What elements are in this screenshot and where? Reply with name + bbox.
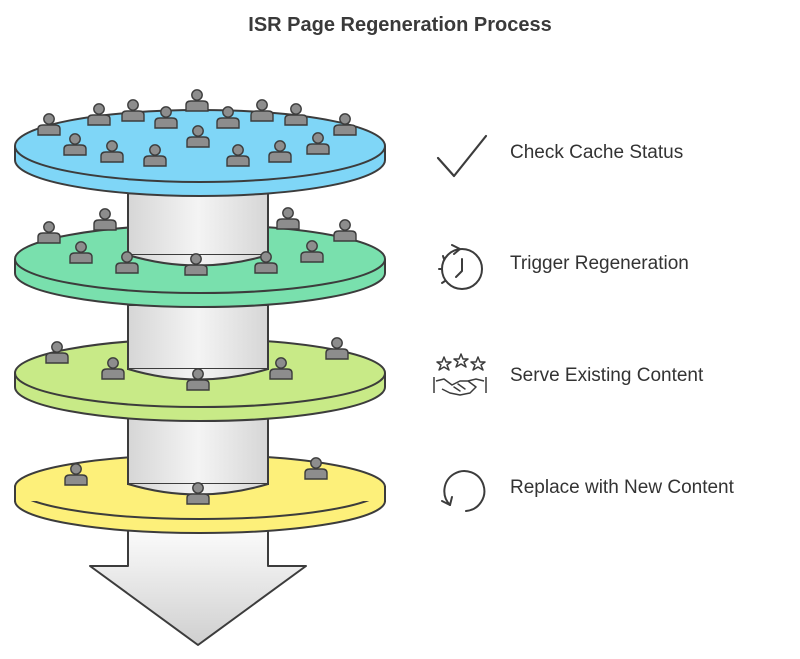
- checkmark-icon: [436, 134, 488, 178]
- step-label: Replace with New Content: [510, 477, 734, 498]
- step-replace-content: Replace with New Content: [430, 460, 790, 520]
- step-trigger-regeneration: Trigger Regeneration: [430, 236, 790, 296]
- column-segment: [127, 192, 269, 267]
- step-label: Trigger Regeneration: [510, 253, 689, 274]
- diagram-title: ISR Page Regeneration Process: [248, 14, 552, 36]
- person-icon: [276, 207, 300, 230]
- timer-icon: [438, 244, 483, 290]
- step-label: Serve Existing Content: [510, 365, 704, 386]
- person-icon: [185, 89, 209, 112]
- stars-handshake-icon: [433, 353, 487, 396]
- refresh-icon: [441, 470, 486, 512]
- person-icon: [250, 99, 274, 122]
- person-icon: [37, 221, 61, 244]
- column-segment: [127, 417, 269, 496]
- down-arrow: [89, 519, 307, 646]
- person-icon: [333, 219, 357, 242]
- step-serve-existing: Serve Existing Content: [430, 348, 790, 408]
- step-check-cache: Check Cache Status: [430, 125, 790, 185]
- step-label: Check Cache Status: [510, 142, 684, 163]
- person-icon: [93, 208, 117, 231]
- person-icon: [121, 99, 145, 122]
